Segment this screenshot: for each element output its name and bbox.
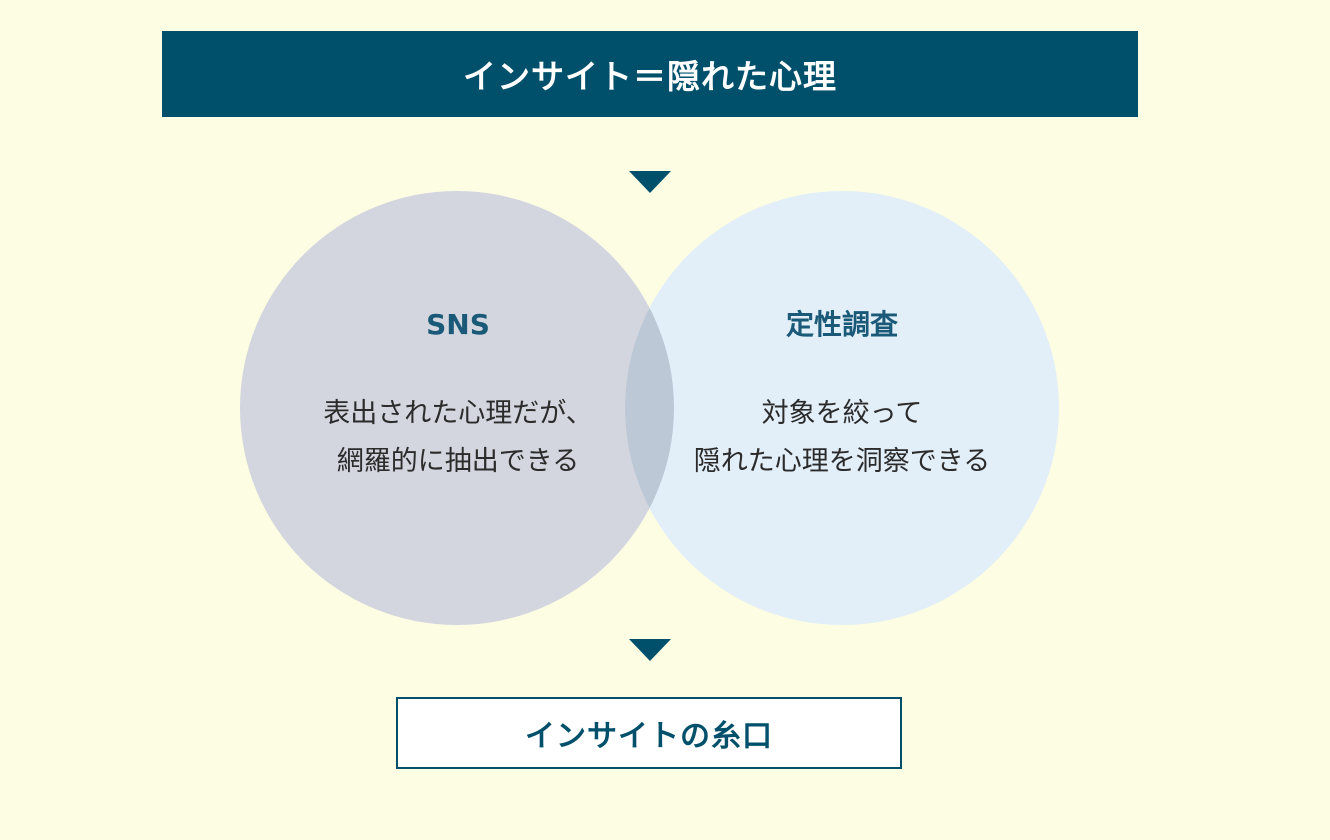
down-arrow-icon — [629, 639, 671, 661]
left-circle-line: 表出された心理だが、 — [323, 398, 593, 429]
right-circle-content: 定性調査 対象を絞って 隠れた心理を洞察できる — [662, 305, 1022, 486]
left-circle-title: SNS — [426, 308, 490, 341]
venn-circle-right — [625, 191, 1059, 625]
left-circle-content: SNS 表出された心理だが、 網羅的に抽出できる — [278, 305, 638, 486]
header-bar: インサイト＝隠れた心理 — [162, 31, 1138, 117]
right-circle-line: 対象を絞って — [761, 398, 923, 429]
down-arrow-icon — [629, 171, 671, 193]
venn-circle-left — [240, 191, 674, 625]
header-title: インサイト＝隠れた心理 — [463, 57, 837, 96]
right-circle-line: 隠れた心理を洞察できる — [693, 446, 991, 477]
left-circle-line: 網羅的に抽出できる — [336, 446, 580, 477]
right-circle-title: 定性調査 — [785, 308, 898, 341]
result-label: インサイトの糸口 — [525, 719, 773, 754]
result-box: インサイトの糸口 — [396, 697, 902, 769]
